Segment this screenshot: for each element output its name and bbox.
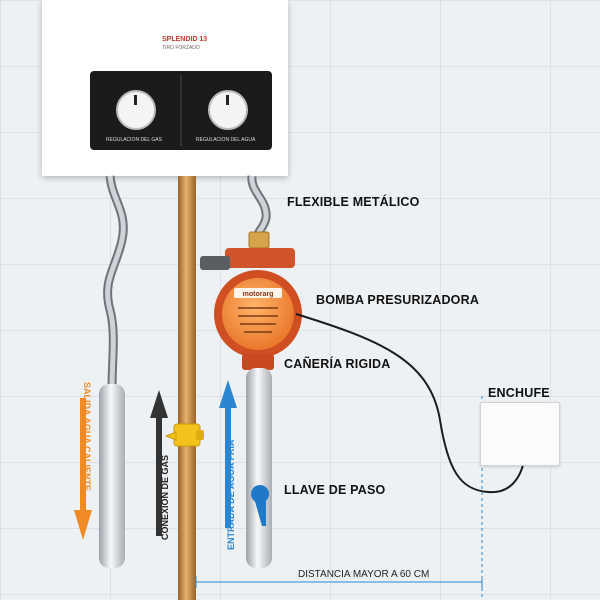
water-shutoff-valve <box>251 485 269 526</box>
arrow-up-icon <box>150 390 168 536</box>
arrow-up-icon <box>219 380 237 528</box>
label-salida: SALIDA AGUA CALIENTE <box>82 382 92 491</box>
label-flexible: FLEXIBLE METÁLICO <box>287 195 420 209</box>
pump-brand: motorarg <box>243 291 274 298</box>
rigid-pipe <box>246 368 272 568</box>
water-knob-label: REGULACION DEL AGUA <box>196 137 256 143</box>
arrow-down-icon <box>74 398 92 540</box>
heater-subtitle: TIRO FORZADO <box>162 45 200 51</box>
label-bomba: BOMBA PRESURIZADORA <box>316 293 480 307</box>
label-caneria: CAÑERÍA RIGIDA <box>284 357 391 371</box>
water-heater: SPLENDID 13 TIRO FORZADO REGULACION DEL … <box>42 0 288 176</box>
gas-knob-label: REGULACION DEL GAS <box>106 137 162 143</box>
panel-divider <box>180 75 182 146</box>
power-cable <box>295 313 527 494</box>
label-gas: CONEXION DE GAS <box>160 454 170 540</box>
hot-water-rigid-pipe <box>99 384 125 568</box>
wall-outlet <box>480 402 560 466</box>
label-llave: LLAVE DE PASO <box>284 483 386 497</box>
water-knob <box>208 90 248 130</box>
label-enchufe: ENCHUFE <box>488 386 550 400</box>
brass-fitting <box>248 231 270 249</box>
control-panel: REGULACION DEL GAS REGULACION DEL AGUA <box>90 71 272 150</box>
gas-valve <box>164 423 204 447</box>
label-distancia: DISTANCIA MAYOR A 60 CM <box>298 569 430 580</box>
pressure-pump <box>200 248 302 370</box>
gas-pipe <box>178 176 196 600</box>
label-entrada: ENTRADA DE AGUA FRIA <box>226 439 236 551</box>
gas-knob <box>116 90 156 130</box>
heater-brand: SPLENDID 13 <box>162 36 208 43</box>
